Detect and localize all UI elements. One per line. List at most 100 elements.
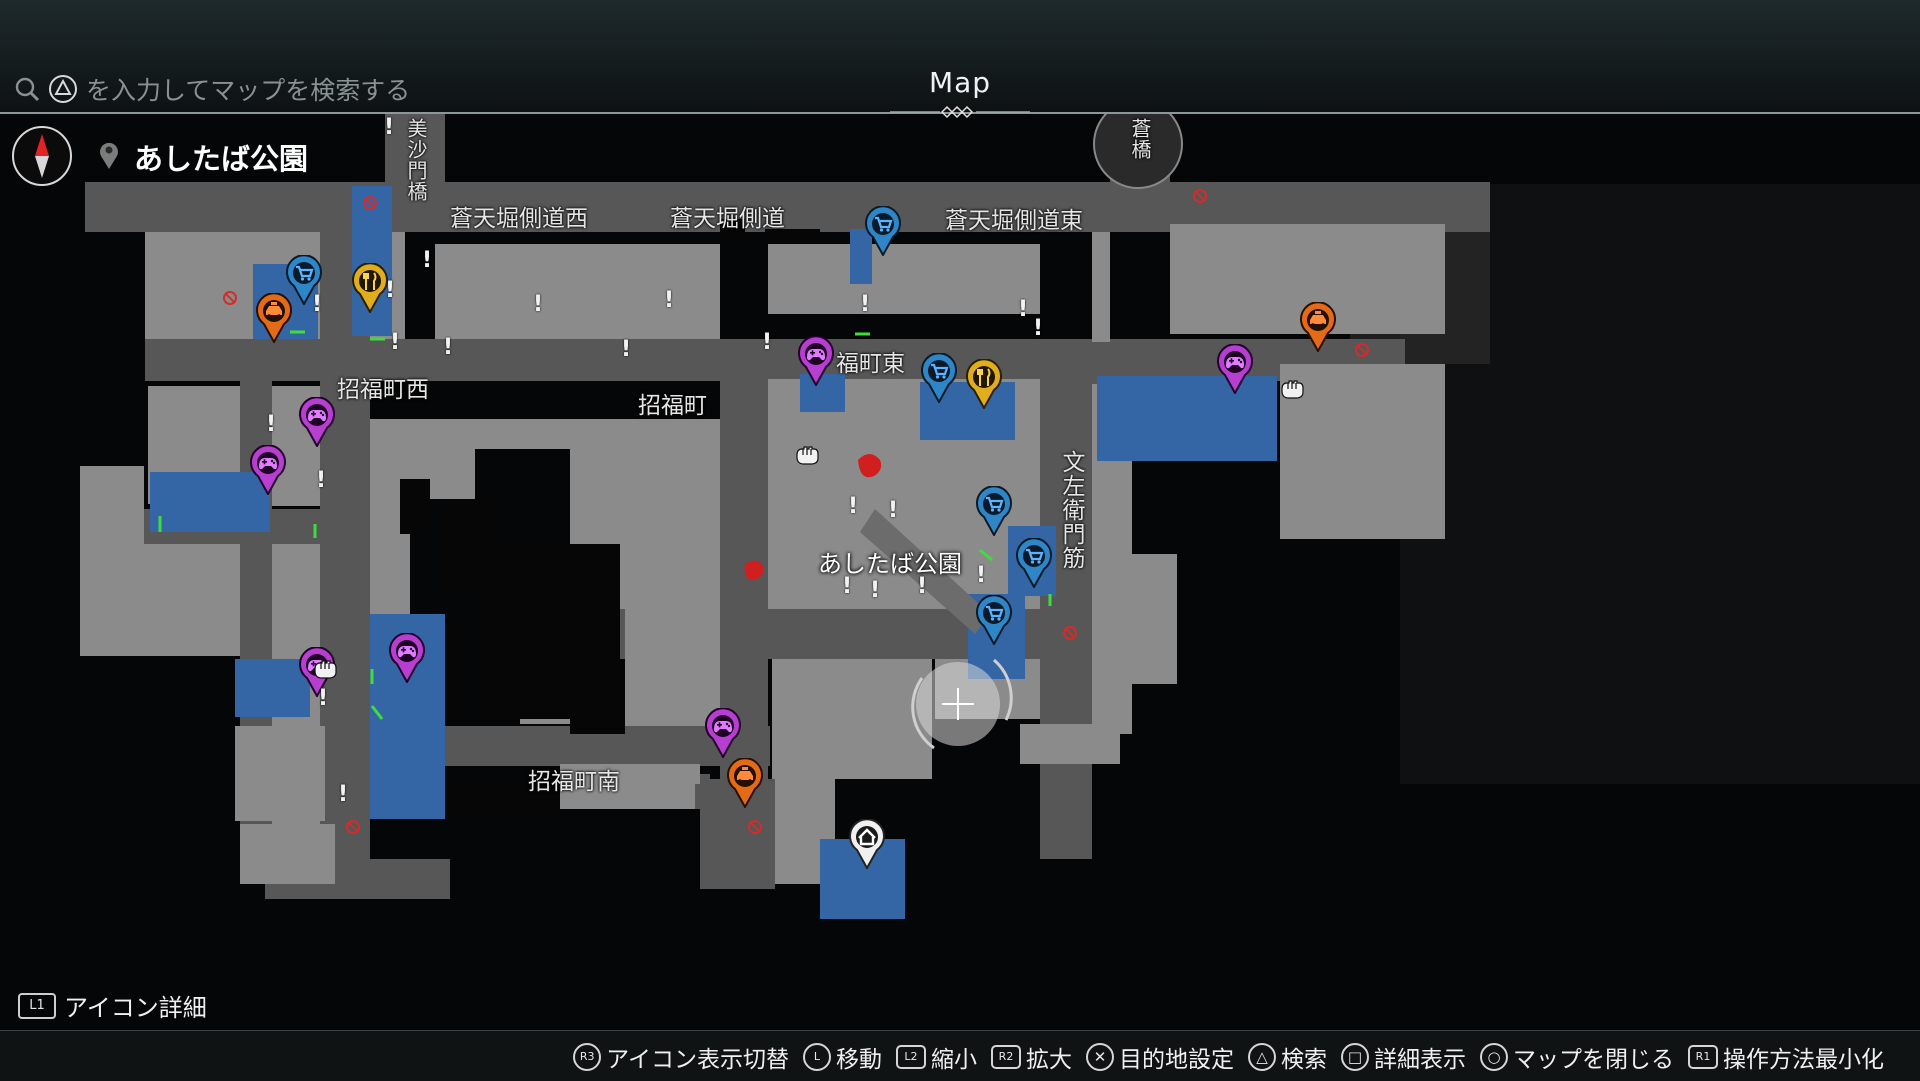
area-label-ashitaba-park: あしたば公園 [818, 550, 962, 578]
compass-needle-icon [35, 134, 49, 178]
exclamation-icon[interactable]: ! [312, 292, 323, 317]
exclamation-icon[interactable]: ! [390, 330, 401, 355]
exclamation-icon[interactable]: ! [860, 292, 871, 317]
gamepad-icon [704, 708, 742, 758]
icon-detail-toggle[interactable]: L1 アイコン詳細 [18, 988, 207, 1023]
control-label: 操作方法最小化 [1723, 1047, 1884, 1073]
gamepad-icon [797, 336, 835, 386]
road-label-shofuku-west: 招福町西 [337, 377, 429, 403]
exclamation-icon[interactable]: ! [842, 574, 853, 599]
player-cursor-icon [911, 658, 1013, 750]
triangle-button-icon [49, 75, 77, 103]
exclamation-icon[interactable]: ! [384, 115, 395, 140]
circle-button-icon: ○ [1480, 1043, 1508, 1071]
triangle-button-icon: △ [1248, 1043, 1276, 1071]
gamepad-icon [1216, 344, 1254, 394]
exclamation-icon[interactable]: ! [266, 412, 277, 437]
gamepad-icon [249, 445, 287, 495]
fist-icon[interactable] [793, 443, 821, 467]
taxi-marker[interactable] [255, 293, 293, 343]
cross-button-icon: ✕ [1086, 1043, 1114, 1071]
no-entry-icon [1354, 342, 1370, 358]
exclamation-icon[interactable]: ! [917, 574, 928, 599]
taxi-icon [1299, 302, 1337, 352]
home-marker[interactable] [848, 819, 886, 869]
exclamation-icon[interactable]: ! [664, 288, 675, 313]
cart-icon [920, 353, 958, 403]
exclamation-icon[interactable]: ! [533, 292, 544, 317]
control-label: 拡大 [1026, 1047, 1072, 1073]
control-label: 詳細表示 [1374, 1047, 1466, 1073]
minigame-marker[interactable] [249, 445, 287, 495]
road-label-bunzaemon: 文左衛門筋 [1058, 450, 1084, 570]
top-bar [0, 0, 1920, 114]
exclamation-icon[interactable]: ! [422, 248, 433, 273]
exclamation-icon[interactable]: ! [443, 335, 454, 360]
taxi-icon [726, 758, 764, 808]
exclamation-icon[interactable]: ! [385, 278, 396, 303]
city-map[interactable]: 蒼天堀側道西 蒼天堀側道 蒼天堀側道東 招福町西 招福町 福町東 招福町南 文左… [0, 114, 1920, 1029]
minigame-marker[interactable] [298, 397, 336, 447]
location-pin-icon [100, 142, 118, 169]
map-search[interactable]: を入力してマップを検索する [14, 72, 410, 106]
exclamation-icon[interactable]: ! [318, 686, 329, 711]
entrances [158, 330, 1052, 720]
control-label: 移動 [836, 1047, 882, 1073]
exclamation-icon[interactable]: ! [316, 468, 327, 493]
fist-icon[interactable] [1278, 377, 1306, 401]
gamepad-icon [388, 633, 426, 683]
exclamation-icon[interactable]: ! [1018, 297, 1029, 322]
road-label-soten-east: 蒼天堀側道東 [945, 208, 1083, 234]
exclamation-icon[interactable]: ! [976, 563, 987, 588]
control-label: 目的地設定 [1119, 1047, 1234, 1073]
shop-marker[interactable] [1015, 538, 1053, 588]
shop-marker[interactable] [975, 486, 1013, 536]
search-icon [15, 77, 40, 102]
no-entry-icon [1192, 188, 1208, 204]
restaurant-marker[interactable] [351, 263, 389, 313]
exclamation-icon[interactable]: ! [338, 782, 349, 807]
cart-icon [864, 206, 902, 256]
no-entry-icon [362, 195, 378, 211]
exclamation-icon[interactable]: ! [888, 498, 899, 523]
shop-marker[interactable] [975, 595, 1013, 645]
minigame-marker[interactable] [704, 708, 742, 758]
control-label: アイコン表示切替 [606, 1047, 789, 1073]
taxi-marker[interactable] [1299, 302, 1337, 352]
exclamation-icon[interactable]: ! [848, 494, 859, 519]
compass [12, 126, 72, 186]
exclamation-icon[interactable]: ! [762, 330, 773, 355]
shop-marker[interactable] [920, 353, 958, 403]
control-cross[interactable]: ✕目的地設定 [1086, 1040, 1234, 1074]
no-entry-icon [747, 819, 763, 835]
exclamation-icon[interactable]: ! [621, 337, 632, 362]
minigame-marker[interactable] [797, 336, 835, 386]
exclamation-icon[interactable]: ! [870, 578, 881, 603]
taxi-marker[interactable] [726, 758, 764, 808]
control-square[interactable]: □詳細表示 [1341, 1040, 1466, 1074]
shop-marker[interactable] [864, 206, 902, 256]
no-entry-icon [222, 290, 238, 306]
minigame-marker[interactable] [1216, 344, 1254, 394]
map-base [80, 114, 1920, 919]
road-label-shofuku-south: 招福町南 [528, 769, 620, 795]
fork-knife-icon [351, 263, 389, 313]
fist-icon[interactable] [311, 657, 339, 681]
no-entry-icon [1062, 625, 1078, 641]
l1-button-icon: L1 [18, 992, 56, 1019]
exclamation-icon[interactable]: ! [1033, 316, 1044, 341]
minigame-marker[interactable] [388, 633, 426, 683]
control-triangle[interactable]: △検索 [1248, 1040, 1327, 1074]
r2-button-icon: R2 [991, 1045, 1021, 1069]
control-circle[interactable]: ○マップを閉じる [1480, 1040, 1674, 1074]
road-label-shofuku: 招福町 [638, 393, 707, 419]
cart-icon [975, 595, 1013, 645]
restaurant-marker[interactable] [965, 359, 1003, 409]
cart-icon [1015, 538, 1053, 588]
